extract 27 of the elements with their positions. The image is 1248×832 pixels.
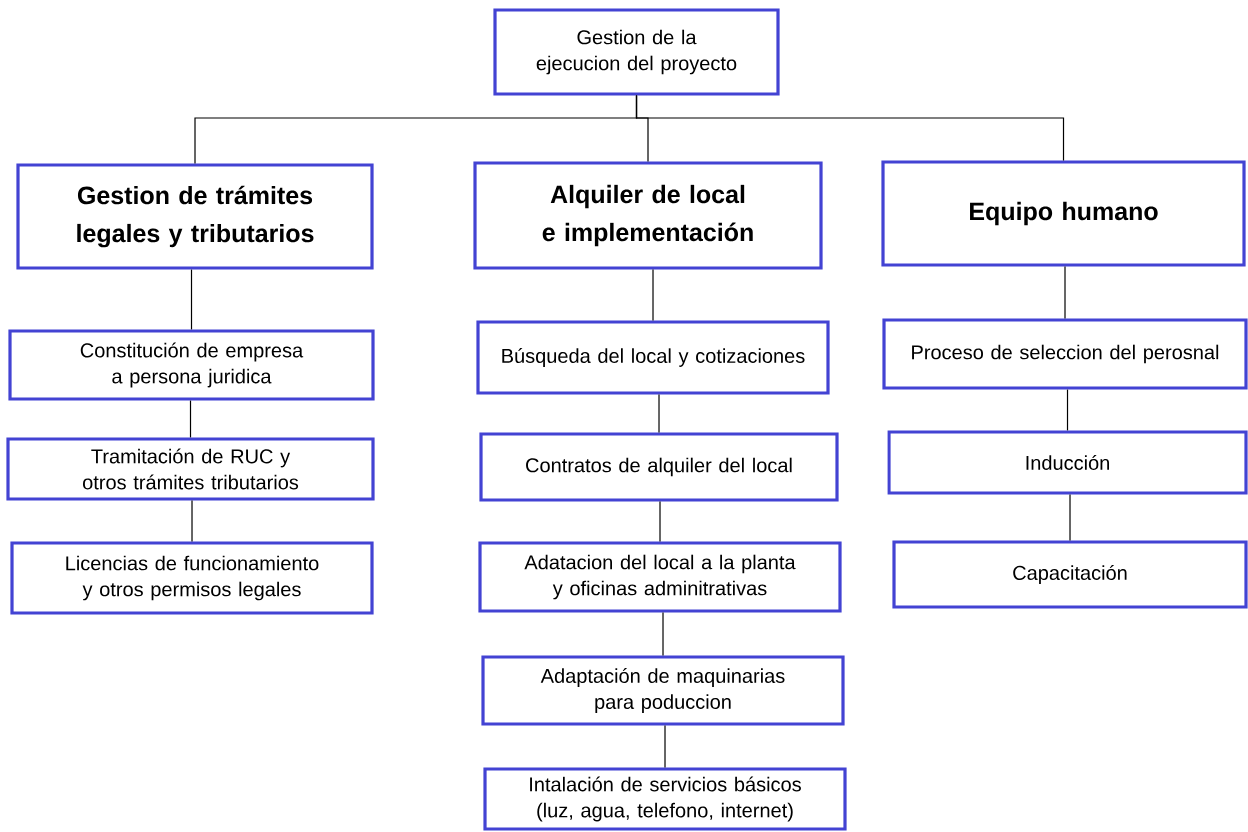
category-box: Alquiler de local e implementación: [473, 161, 823, 270]
connector-line: [1066, 389, 1069, 431]
task-box: Adatacion del local a la planta y oficinas adminitrativas: [478, 541, 842, 613]
connector-line: [658, 394, 660, 433]
category-box: Equipo humano: [881, 160, 1246, 267]
connector-line: [191, 500, 193, 542]
connector-line: [1069, 494, 1071, 541]
connector-line: [190, 269, 193, 330]
connector-line: [664, 725, 666, 768]
task-box: Búsqueda del local y cotizaciones: [476, 320, 830, 395]
connector-line: [652, 269, 654, 321]
task-box: Intalación de servicios básicos (luz, agua, telefono, internet): [483, 767, 847, 831]
connector-line: [635, 95, 1065, 161]
connector-line: [662, 612, 664, 656]
root-box: Gestion de la ejecucion del proyecto: [493, 8, 780, 96]
connector-line: [659, 501, 661, 542]
category-box: Gestion de trámites legales y tributarios: [16, 163, 374, 270]
task-box: Constitución de empresa a persona juridica: [8, 329, 375, 401]
task-box: Contratos de alquiler del local: [479, 432, 839, 502]
connector-line: [1064, 266, 1066, 319]
task-box: Adaptación de maquinarias para poduccion: [481, 655, 845, 726]
task-box: Inducción: [887, 430, 1248, 495]
task-box: Licencias de funcionamiento y otros permisos legales: [10, 541, 374, 615]
task-box: Tramitación de RUC y otros trámites tributarios: [6, 437, 375, 501]
task-box: Capacitación: [892, 540, 1248, 609]
connector-line: [189, 400, 192, 438]
task-box: Proceso de seleccion del perosnal: [882, 318, 1248, 390]
